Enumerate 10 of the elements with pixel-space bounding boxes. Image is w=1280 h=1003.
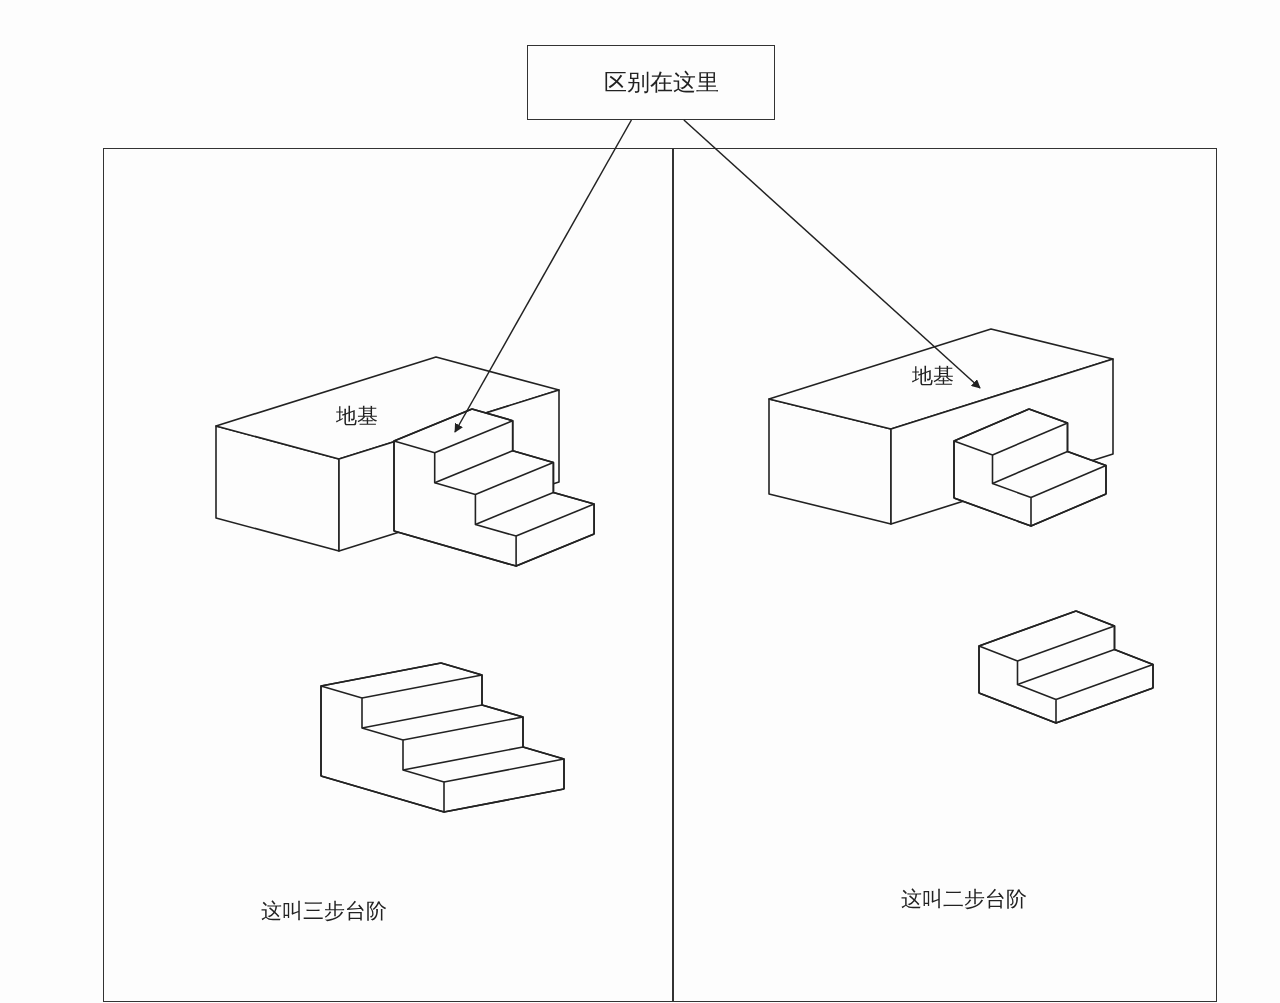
callout-box: [527, 45, 775, 120]
panel-frame: [673, 148, 1217, 1002]
callout-text: 区别在这里: [602, 68, 720, 97]
arrow: [683, 119, 981, 389]
arrow: [454, 119, 633, 433]
foundation-label: 地基: [912, 363, 954, 390]
step-caption: 这叫三步台阶: [261, 898, 387, 925]
step-caption: 这叫二步台阶: [901, 886, 1027, 913]
panel-frame: [103, 148, 673, 1002]
foundation-label: 地基: [336, 403, 378, 430]
